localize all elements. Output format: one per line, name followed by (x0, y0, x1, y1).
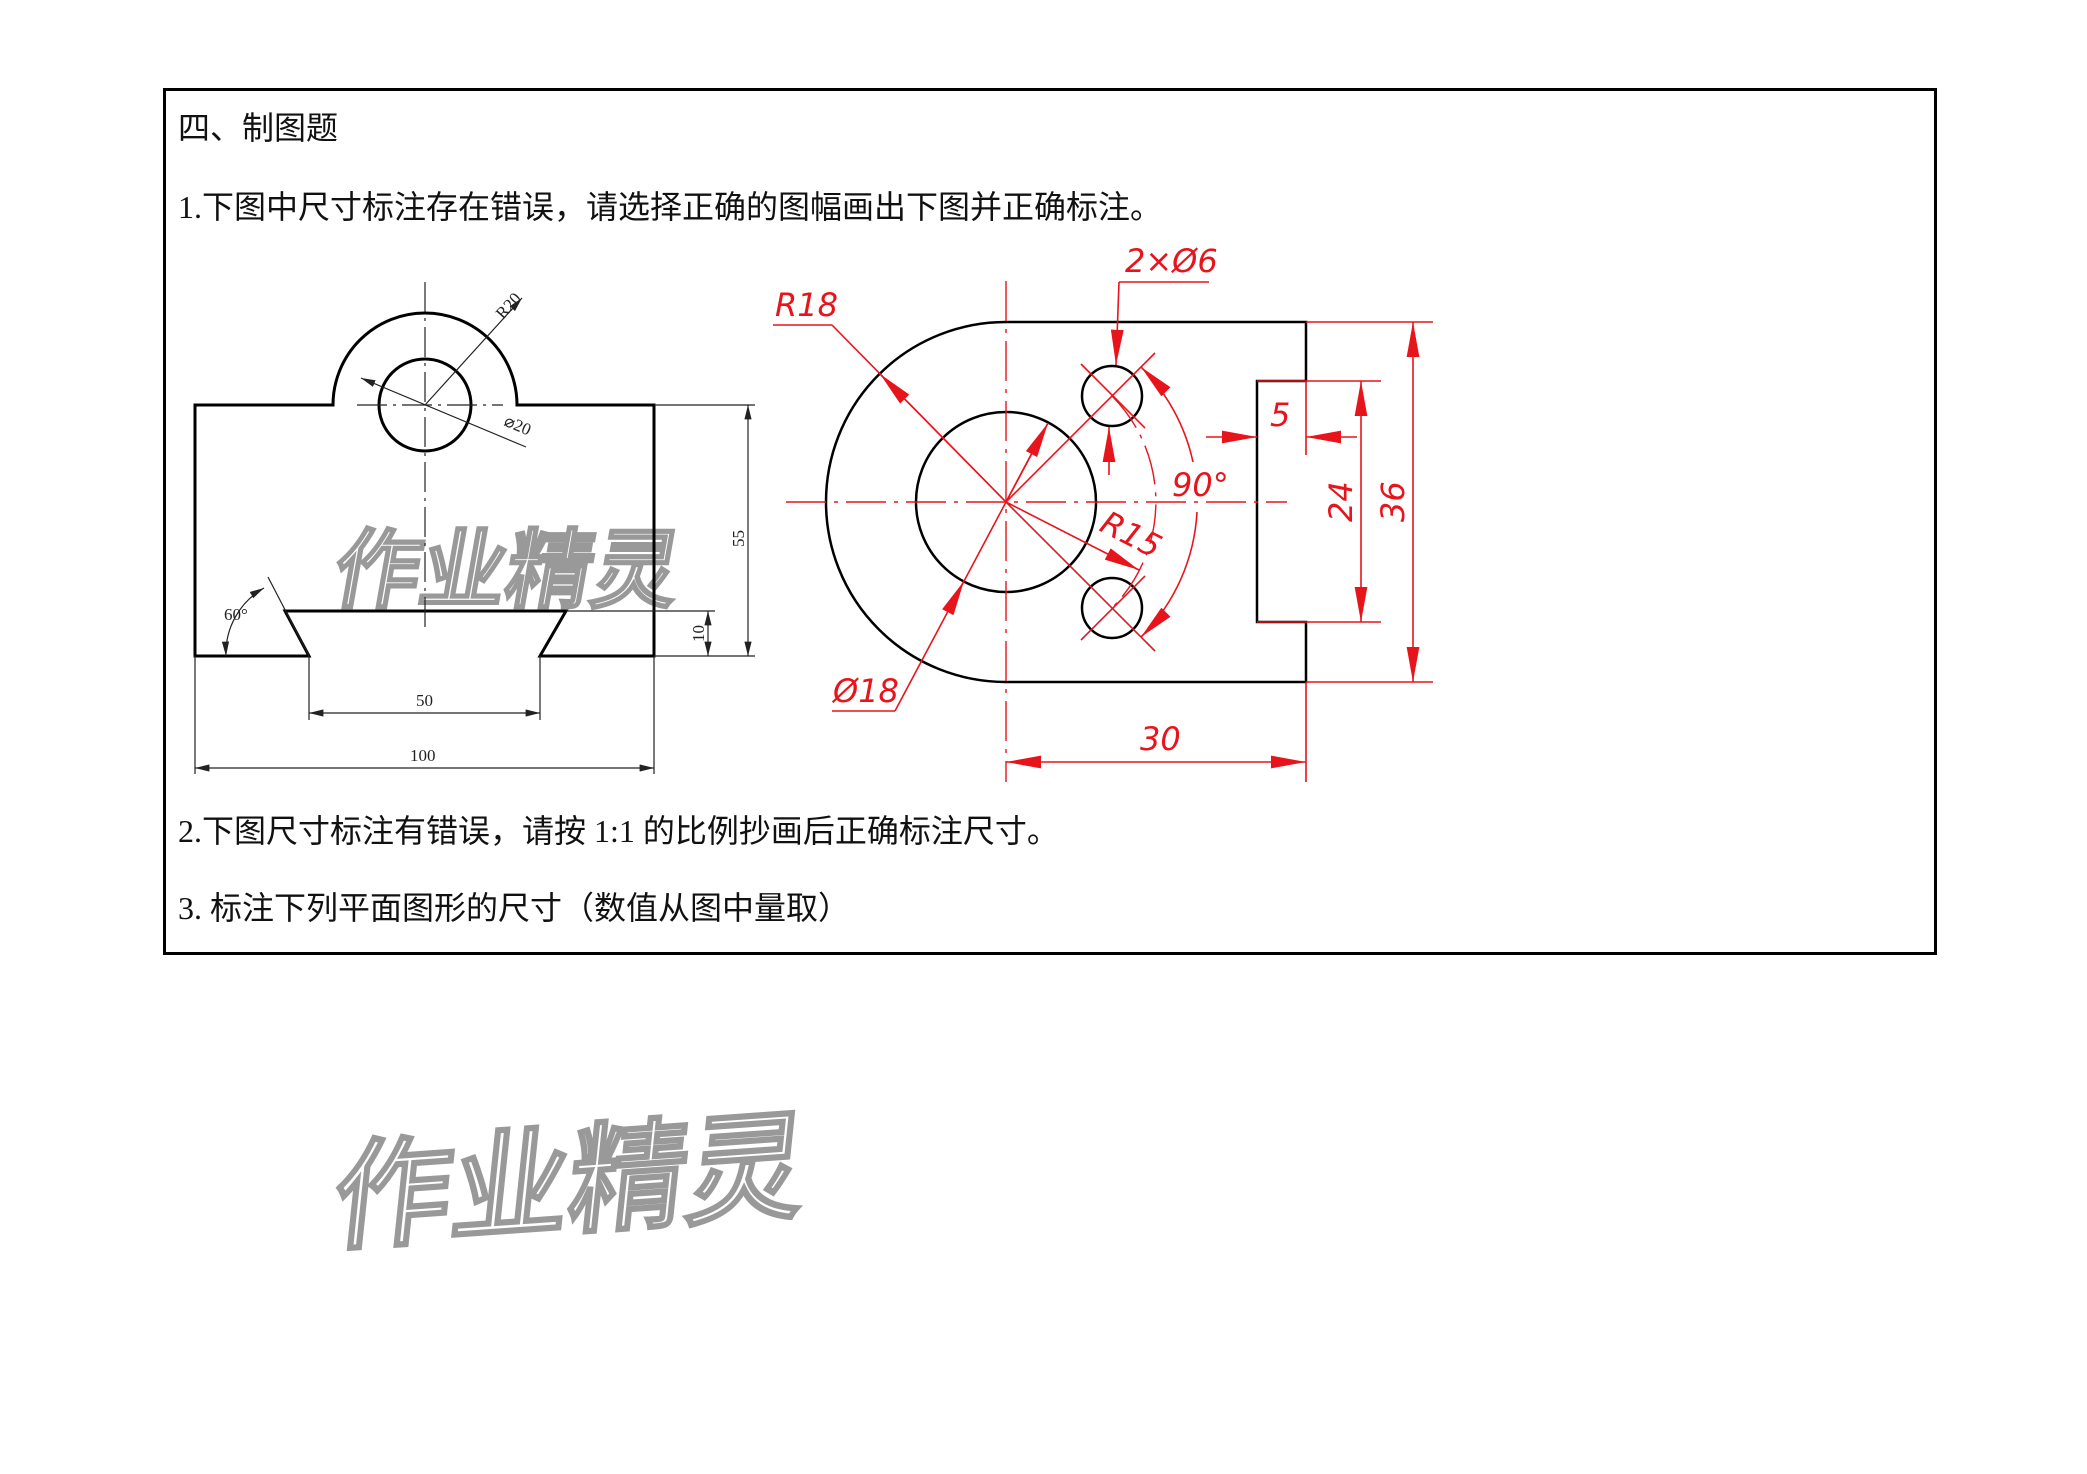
dim-5: 5 (1270, 396, 1290, 434)
watermark-logo: 作业精灵 (326, 522, 688, 621)
question-frame (163, 88, 1937, 955)
watermark-logo: 作业精灵 (327, 1098, 812, 1269)
question-3: 3. 标注下列平面图形的尺寸（数值从图中量取） (178, 890, 851, 926)
section-heading: 四、制图题 (178, 110, 339, 146)
dim-30: 30 (1140, 720, 1181, 758)
dim-r18: R18 (775, 286, 838, 324)
dim-55: 55 (729, 530, 748, 547)
dim-d20: ⌀20 (501, 411, 534, 439)
part-outline (193, 311, 656, 658)
dim-100: 100 (410, 746, 436, 765)
right-drawing: R18 2×Ø6 Ø18 R15 90° 5 24 36 (773, 242, 1433, 782)
dim-d18: Ø18 (831, 672, 899, 710)
dim-10: 10 (689, 625, 708, 642)
dim-24: 24 (1322, 481, 1360, 522)
question-1: 1.下图中尺寸标注存在错误，请选择正确的图幅画出下图并正确标注。 (178, 189, 1163, 225)
question-2: 2.下图尺寸标注有错误，请按 1:1 的比例抄画后正确标注尺寸。 (178, 813, 1059, 849)
part-outline (824, 320, 1308, 684)
dim-r15: R15 (1094, 503, 1167, 565)
dim-r20: R20 (492, 289, 525, 323)
dim-angle-60: 60° (224, 605, 248, 624)
dim-50: 50 (416, 691, 433, 710)
dim-holes: 2×Ø6 (1125, 242, 1218, 280)
dim-36: 36 (1374, 481, 1412, 522)
dim-angle-90: 90° (1172, 466, 1229, 504)
